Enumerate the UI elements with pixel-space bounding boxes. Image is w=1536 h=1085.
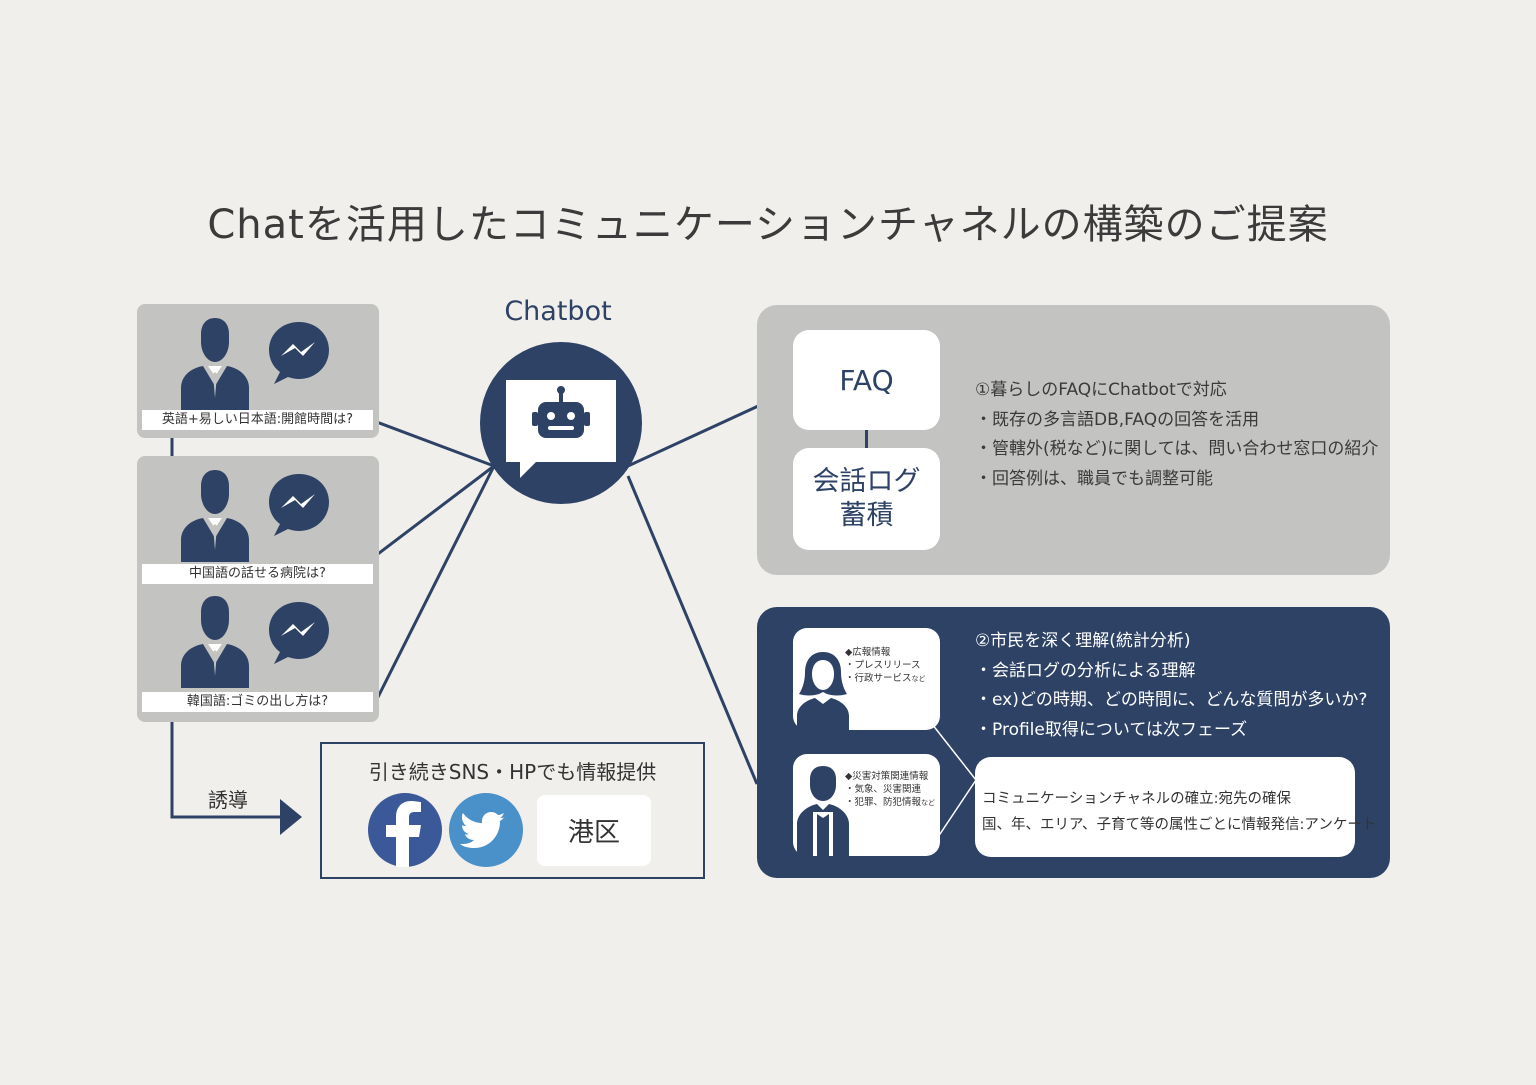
profile-disaster-text: ◆災害対策関連情報 ・気象、災害関連 ・犯罪、防犯情報など (845, 770, 935, 810)
log-box-line1: 会話ログ (812, 466, 921, 497)
user-caption: 英語+易しい日本語:開館時間は? (142, 410, 373, 430)
analysis-line: ・会話ログの分析による理解 (975, 660, 1196, 681)
faq-line: ・回答例は、職員でも調整可能 (975, 468, 1213, 489)
sns-title: 引き続きSNS・HPでも情報提供 (368, 760, 657, 784)
user-caption: 韓国語:ゴミの出し方は? (142, 692, 373, 712)
page-title: Chatを活用したコミュニケーションチャネルの構築のご提案 (207, 202, 1329, 248)
channel-box (975, 757, 1355, 857)
chatbot-node (480, 342, 642, 504)
messenger-icon (269, 474, 329, 536)
facebook-icon (368, 793, 442, 867)
analysis-line: ②市民を深く理解(統計分析) (975, 631, 1191, 651)
guide-arrow-head (280, 799, 302, 835)
user-card-group: 中国語の話せる病院は? 韓国語:ゴミの出し方は? (137, 456, 379, 722)
profile-disaster-item2: ・犯罪、防犯情報 (845, 797, 922, 808)
guide-label: 誘導 (208, 788, 248, 812)
connector-user3-chatbot (372, 465, 496, 706)
analysis-line: ・ex)どの時期、どの時間に、どんな質問が多いか? (975, 690, 1368, 710)
profile-pr-item2-suffix: など (911, 675, 926, 683)
businessman-icon (181, 470, 249, 562)
connector-user2-chatbot (369, 464, 495, 562)
faq-line: ・管轄外(税など)に関しては、問い合わせ窓口の紹介 (975, 439, 1379, 459)
chatbot-robot-icon (506, 380, 616, 478)
profile-pr-text: ◆広報情報 ・プレスリリース ・行政サービスなど (845, 646, 926, 686)
user-caption: 中国語の話せる病院は? (142, 564, 373, 584)
man-silhouette-icon (797, 766, 849, 856)
profile-disaster-title: ◆災害対策関連情報 (845, 771, 929, 782)
messenger-icon (269, 602, 329, 664)
twitter-icon (449, 793, 523, 867)
profile-card-disaster: ◆災害対策関連情報 ・気象、災害関連 ・犯罪、防犯情報など (793, 754, 940, 856)
faq-box: FAQ (793, 330, 940, 430)
channel-line: 国、年、エリア、子育て等の属性ごとに情報発信:アンケート (982, 817, 1377, 833)
profile-pr-title: ◆広報情報 (845, 647, 891, 658)
profile-disaster-item1: ・気象、災害関連 (845, 784, 922, 795)
connector-user1-chatbot (373, 419, 495, 468)
businessman-icon (181, 596, 249, 688)
faq-line: ・既存の多言語DB,FAQの回答を活用 (975, 409, 1260, 430)
user-card-english: 英語+易しい日本語:開館時間は? (137, 304, 379, 438)
chatbot-label: Chatbot (504, 296, 612, 327)
faq-log-connector (865, 430, 868, 448)
profile-disaster-item2-suffix: など (921, 799, 936, 807)
profile-pr-item1: ・プレスリリース (845, 660, 921, 671)
profile-card-pr: ◆広報情報 ・プレスリリース ・行政サービスなど (793, 628, 940, 730)
faq-description: ①暮らしのFAQにChatbotで対応 ・既存の多言語DB,FAQの回答を活用 … (975, 376, 1378, 494)
channel-text: コミュニケーションチャネルの確立:宛先の確保 国、年、エリア、子育て等の属性ごと… (982, 786, 1376, 838)
analysis-line: ・Profile取得については次フェーズ (975, 719, 1248, 740)
profile-pr-item2: ・行政サービス (845, 673, 912, 684)
businessman-icon (181, 318, 249, 410)
woman-silhouette-icon (797, 652, 849, 730)
minato-ward-badge: 港区 (537, 795, 651, 866)
messenger-icon (269, 322, 329, 384)
connector-chatbot-analysis (626, 475, 759, 785)
analysis-description: ②市民を深く理解(統計分析) ・会話ログの分析による理解 ・ex)どの時期、どの… (975, 627, 1367, 745)
faq-line: ①暮らしのFAQにChatbotで対応 (975, 380, 1227, 400)
channel-line: コミュニケーションチャネルの確立:宛先の確保 (982, 791, 1291, 807)
log-box-line2: 蓄積 (839, 500, 894, 531)
conversation-log-box: 会話ログ 蓄積 (793, 448, 940, 550)
